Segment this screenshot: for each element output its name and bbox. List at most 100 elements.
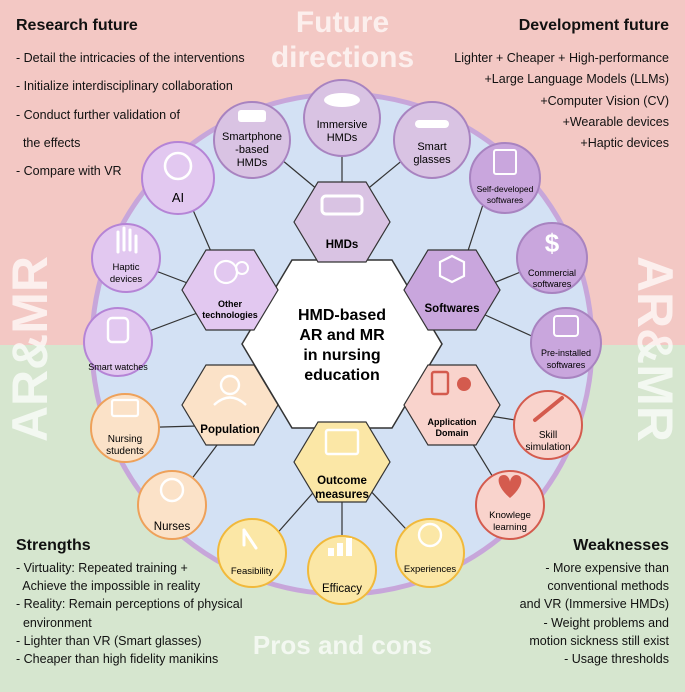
development-future-item: +Computer Vision (CV) [540, 93, 669, 108]
strengths-panel: Strengths - Virtuality: Repeated trainin… [16, 534, 243, 668]
dollar-icon: $ [545, 228, 560, 258]
research-future-title: Research future [16, 17, 138, 34]
hex-outcome-measures-part [293, 421, 391, 503]
circle-self-developed-softwares-part: Self-developed [477, 184, 534, 194]
hex-population: Population [181, 364, 279, 446]
circle-commercial-softwares: $ Commercial softwares [516, 222, 588, 294]
ai-head-icon [163, 151, 193, 181]
weaknesses-item: conventional methods [547, 579, 669, 594]
hex-hmds-part: HMDs [326, 239, 359, 251]
haptic-glove-icon [116, 226, 138, 254]
question-bubble-icon [457, 377, 471, 391]
circle-smartphone-hmds-part: Smartphone [222, 131, 282, 143]
hex-application-domain: Application Domain [403, 364, 501, 446]
research-future-item: - Compare with VR [16, 164, 122, 179]
circle-self-developed-softwares: Self-developed softwares [469, 142, 541, 214]
hex-other-technologies-part: technologies [202, 310, 258, 320]
circle-haptic-devices-part [91, 223, 161, 293]
circle-haptic-devices: Haptic devices [91, 223, 161, 293]
circle-feasibility: Feasibility [217, 518, 287, 588]
hex-outcome-measures: Outcome measures [293, 421, 391, 503]
hex-softwares-part [403, 249, 501, 331]
circle-haptic-devices-part: Haptic [113, 262, 140, 273]
circle-feasibility-part [217, 518, 287, 588]
center-title-line-4: education [304, 367, 380, 384]
research-future-item: - Detail the intricacies of the interven… [16, 50, 245, 65]
circle-knowledge-learning-part [475, 470, 545, 540]
hex-hmds: HMDs [293, 181, 391, 263]
weaknesses-item: and VR (Immersive HMDs) [519, 597, 669, 612]
circle-smart-glasses-part: glasses [413, 154, 451, 166]
circle-ai-part: AI [172, 190, 184, 205]
circle-immersive-hmds-part: Immersive [317, 119, 368, 131]
center-title-line-1: HMD-based [298, 307, 386, 324]
circle-efficacy-part: Efficacy [322, 583, 362, 595]
research-future-item: the effects [16, 135, 81, 150]
weaknesses-item: - More expensive than [545, 561, 669, 576]
circle-smartphone-hmds-part: HMDs [237, 157, 268, 169]
circle-skill-simulation-part: Skill [539, 430, 557, 441]
circle-smart-glasses-part [393, 101, 471, 179]
circle-ai: AI [141, 141, 215, 215]
pros-and-cons-watermark: Pros and cons [252, 630, 433, 660]
circle-smart-glasses-part: Smart [417, 141, 446, 153]
circle-knowledge-learning-part: learning [493, 522, 527, 533]
circle-knowledge-learning: Knowlege learning [475, 470, 545, 540]
hex-outcome-measures-part: measures [315, 489, 369, 501]
nurse-icon [159, 477, 185, 503]
center-title-line-2: AR and MR [299, 327, 385, 344]
development-future-item: +Large Language Models (LLMs) [484, 72, 670, 87]
circle-commercial-softwares-part [516, 222, 588, 294]
circle-pre-installed-softwares-part: softwares [547, 360, 586, 370]
strengths-item: - Lighter than VR (Smart glasses) [16, 633, 202, 648]
circle-nursing-students-part: Nursing [108, 434, 142, 445]
development-future-panel: Development future Lighter + Cheaper + H… [454, 14, 669, 154]
circle-smart-glasses: Smart glasses [393, 101, 471, 179]
bar-growth-icon [328, 548, 334, 556]
weaknesses-item: - Weight problems and [543, 615, 669, 630]
strengths-title: Strengths [16, 537, 91, 554]
circle-self-developed-softwares-part: softwares [487, 195, 523, 205]
cardboard-viewer-icon [238, 110, 266, 122]
center-hexagon [241, 259, 443, 429]
hex-other-technologies: Other technologies [181, 249, 279, 331]
circle-smartphone-hmds: Smartphone -based HMDs [213, 101, 291, 179]
hex-application-domain-part: Application [428, 417, 477, 427]
development-future-item: +Wearable devices [562, 114, 669, 129]
hex-population-part [213, 396, 247, 406]
strengths-item: environment [16, 615, 92, 630]
circle-efficacy-part [346, 538, 352, 556]
circle-nursing-students: Nursing students [90, 393, 160, 463]
hex-application-domain-part [403, 364, 501, 446]
circle-immersive-hmds: Immersive HMDs [303, 79, 381, 157]
emoji-faces-icon [417, 522, 443, 548]
smart-glasses-icon [415, 120, 449, 128]
checklist-icon [324, 428, 360, 456]
circle-nurses: Nurses [137, 470, 207, 540]
research-future-item: - Conduct further validation of [16, 107, 180, 122]
circle-nurses-part [137, 470, 207, 540]
circle-pre-installed-softwares-part [530, 307, 602, 379]
circle-commercial-softwares-part: Commercial [528, 268, 576, 278]
research-future-item: - Initialize interdisciplinary collabora… [16, 79, 233, 94]
gear-icon [235, 261, 249, 275]
hex-softwares: Softwares [403, 249, 501, 331]
hex-hmds-part [293, 181, 391, 263]
hex-application-domain-part: Domain [435, 428, 468, 438]
circle-smart-watches-part: Smart watches [88, 362, 148, 372]
circle-pre-installed-softwares-part: Pre-installed [541, 348, 591, 358]
weaknesses-title: Weaknesses [573, 537, 669, 554]
strengths-item: Achieve the impossible in reality [16, 579, 201, 594]
circle-immersive-hmds-part [303, 79, 381, 157]
hex-softwares-part: Softwares [425, 303, 480, 315]
circle-experiences-part [395, 518, 465, 588]
weaknesses-item: - Usage thresholds [564, 651, 669, 666]
hex-outcome-measures-part: Outcome [317, 475, 367, 487]
circle-skill-simulation-part: simulation [525, 442, 570, 453]
circle-efficacy-part [337, 543, 343, 556]
circle-haptic-devices-part: devices [110, 274, 142, 285]
circle-feasibility-part: Feasibility [231, 566, 273, 577]
circle-skill-simulation: Skill simulation [513, 390, 583, 460]
research-future-panel: Research future - Detail the intricacies… [16, 14, 245, 182]
